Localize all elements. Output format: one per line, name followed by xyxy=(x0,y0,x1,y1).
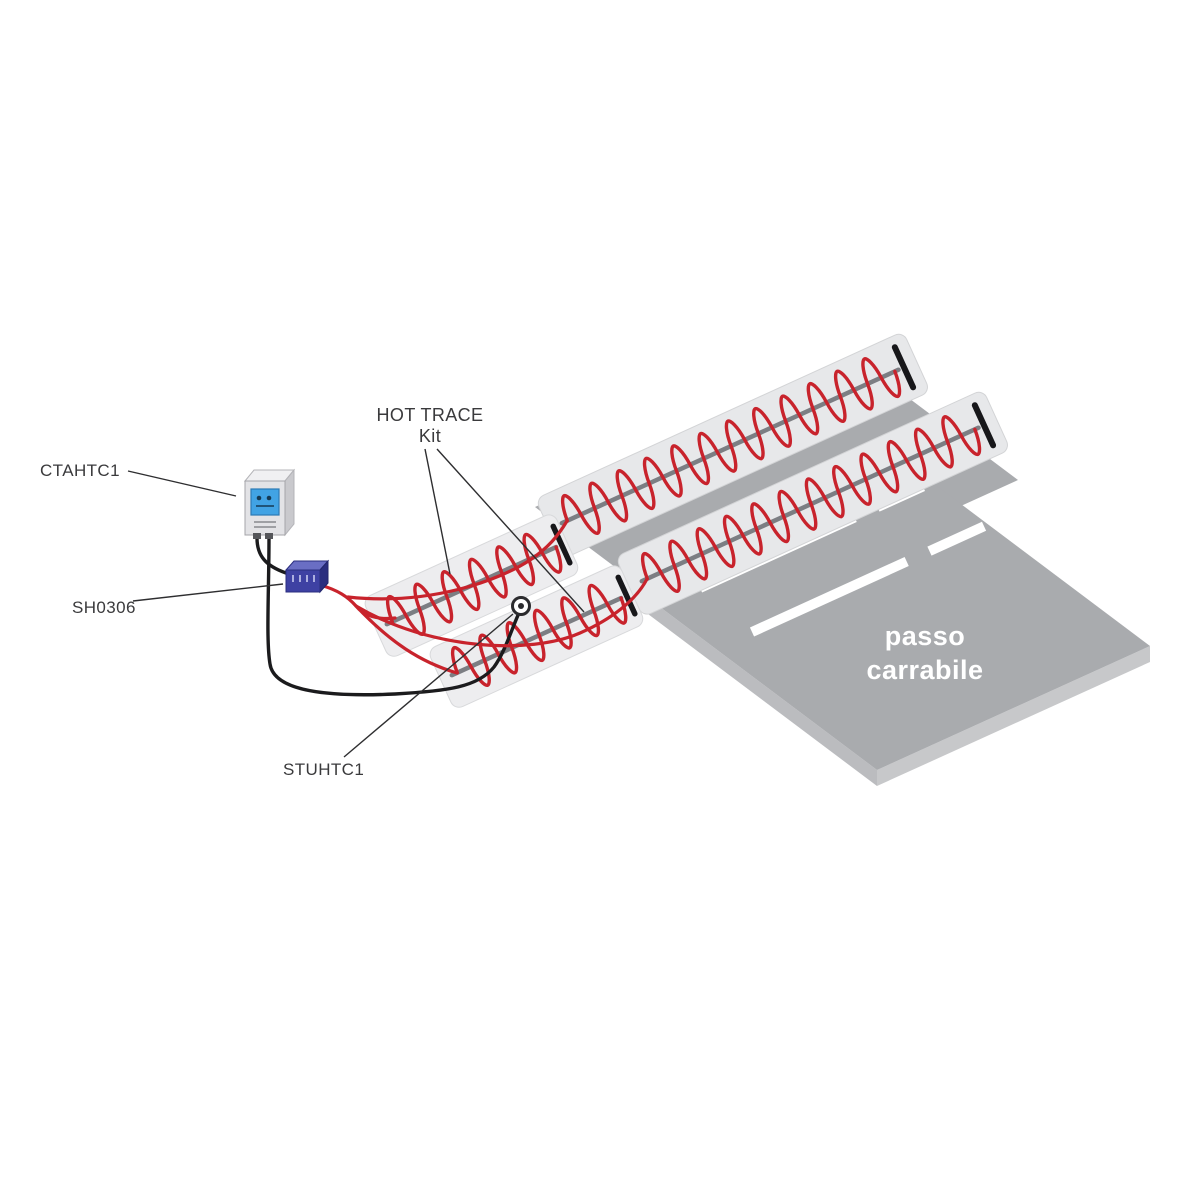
heating-cable-serpentine xyxy=(640,415,982,593)
control-unit-display xyxy=(250,488,280,516)
mat-end-termination xyxy=(971,402,997,449)
mat-end-termination xyxy=(550,523,573,566)
red-feed-cable-kit-2 xyxy=(354,604,459,675)
road-marking-dash xyxy=(927,521,987,556)
sensor-core xyxy=(518,603,524,609)
pointer-line-kit-2 xyxy=(436,448,585,613)
sensor-cable xyxy=(266,536,521,697)
label-kit-title: HOT TRACE xyxy=(377,405,484,425)
label-kit-subtitle: Kit xyxy=(419,426,441,446)
mat-end-termination xyxy=(615,574,638,617)
control-unit xyxy=(243,468,296,539)
red-feed-cable-run-2 xyxy=(354,577,649,648)
heating-mat-run-2 xyxy=(617,391,1008,615)
splice-box xyxy=(284,559,330,594)
pointer-line-ctahtc1 xyxy=(127,470,237,497)
pavement-edge-right xyxy=(877,646,1150,786)
road-marking-dash xyxy=(749,556,909,637)
display-dot xyxy=(256,495,262,501)
display-dot xyxy=(266,495,272,501)
heating-cable-serpentine xyxy=(560,357,902,535)
cabling xyxy=(255,519,649,697)
terminal-nub xyxy=(265,533,273,539)
label-splice-kit: SH0306 xyxy=(72,598,136,617)
splice-box-front-face xyxy=(285,569,321,593)
pointer-line-stuhtc1 xyxy=(343,613,514,758)
pointer-line-kit-1 xyxy=(424,448,451,575)
label-sensor: STUHTC1 xyxy=(283,760,364,779)
heating-mat-kit-2 xyxy=(429,565,644,708)
pointer-line-sh0306 xyxy=(132,583,284,602)
terminal-nub xyxy=(253,533,261,539)
mat-end-termination xyxy=(891,344,917,391)
label-control-unit: CTAHTC1 xyxy=(40,461,120,480)
heating-mat-run-1 xyxy=(537,333,928,557)
heating-cable-serpentine xyxy=(450,583,628,687)
power-cable xyxy=(255,536,288,575)
control-unit-side-face xyxy=(284,468,295,537)
area-label-line2: carrabile xyxy=(866,655,983,685)
area-label-line1: passo xyxy=(885,621,966,651)
pavement-edge-left xyxy=(640,592,877,786)
red-feed-cable-run-1 xyxy=(346,519,569,601)
floor-sensor xyxy=(511,596,531,616)
